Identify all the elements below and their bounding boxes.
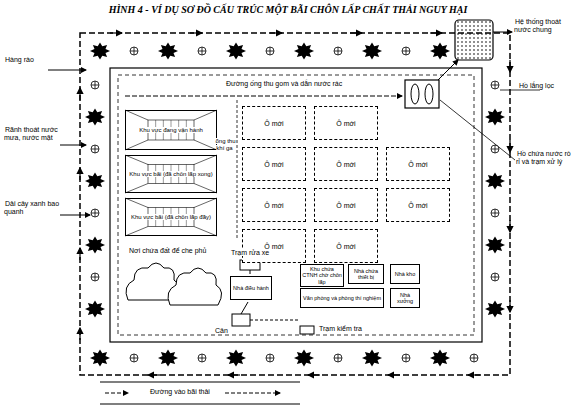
node-text: Ô mới bbox=[408, 202, 427, 209]
new-cell: Ô mới bbox=[242, 229, 306, 263]
node-text: Ô mới bbox=[336, 243, 355, 250]
node-text: Ô mới bbox=[264, 202, 283, 209]
new-cell: Ô mới bbox=[314, 188, 378, 222]
node-text: Nhà điều hành bbox=[233, 285, 269, 291]
node-text: Nhà chứa thiết bị bbox=[354, 268, 378, 280]
new-cell: Ô mới bbox=[386, 147, 450, 181]
node-text: Văn phòng và phòng thí nghiệm bbox=[303, 295, 381, 301]
node-text: Nhà xưởng bbox=[397, 292, 413, 304]
new-cell: Ô mới bbox=[242, 147, 306, 181]
label-box: ống thu khí ga bbox=[214, 138, 236, 152]
label-box: Dải cây xanh bao quanh bbox=[4, 200, 62, 216]
road-label: Đường vào bãi thải bbox=[149, 388, 211, 395]
label-box: Trạm rửa xe bbox=[230, 249, 290, 257]
node-text: Ô mới bbox=[264, 161, 283, 168]
label-box: Đường vào bãi thải bbox=[135, 388, 225, 396]
building-box: Khu chứa CTNH chờ chôn lấp bbox=[300, 264, 344, 287]
node-text: Khu vực đang vận hành bbox=[138, 127, 204, 133]
node-text: Khu vực bãi (đã chôn lấp đầy) bbox=[130, 214, 212, 220]
leachate-pond-label: Hồ chứa nước rò rỉ và trạm xử lý bbox=[516, 150, 571, 165]
landfill-zone: Khu vực bãi (đã chôn lấp xong) bbox=[125, 155, 217, 193]
new-cell: Ô mới bbox=[242, 188, 306, 222]
drain-system-label: Hệ thống thoát nước chung bbox=[514, 18, 561, 33]
building-box: Nhà chứa thiết bị bbox=[348, 264, 384, 284]
new-cell: Ô mới bbox=[314, 229, 378, 263]
building-box: Văn phòng và phòng thí nghiệm bbox=[300, 288, 384, 308]
label-box: Nơi chứa đất để che phủ bbox=[128, 247, 220, 255]
building-box: Nhà điều hành bbox=[230, 276, 272, 300]
label-box: Hồ chứa nước rò rỉ và trạm xử lý bbox=[516, 150, 574, 166]
label-box: Cân bbox=[214, 327, 234, 335]
node-text: Ô mới bbox=[264, 120, 283, 127]
car-wash-label: Trạm rửa xe bbox=[230, 249, 270, 256]
new-cell: Ô mới bbox=[386, 188, 450, 222]
label-box: Hệ thống thoát nước chung bbox=[514, 18, 574, 34]
label-box: Trạm kiểm tra bbox=[318, 325, 378, 333]
node-text: Ô mới bbox=[336, 120, 355, 127]
node-text: Ô mới bbox=[408, 161, 427, 168]
building-box: Nhà xưởng bbox=[390, 288, 420, 308]
label-box: Đường ống thu gom và dẫn nước rác bbox=[225, 80, 395, 88]
gas-pipe-label: ống thu khí ga bbox=[214, 138, 235, 151]
check-station-label: Trạm kiểm tra bbox=[318, 325, 363, 332]
tree-belt-label: Dải cây xanh bao quanh bbox=[4, 200, 59, 215]
label-box: Hồ lắng lọc bbox=[518, 82, 574, 90]
label-box: Hàng rào bbox=[4, 56, 64, 64]
landfill-zone: Khu vực bãi (đã chôn lấp đầy) bbox=[125, 198, 217, 236]
node-text: Khu chứa CTNH chờ chôn lấp bbox=[302, 266, 342, 284]
node-text: Khu vực bãi (đã chôn lấp xong) bbox=[128, 171, 213, 177]
figure-title: HÌNH 4 - VÍ DỤ SƠ ĐỒ CẤU TRÚC MỘT BÃI CH… bbox=[0, 4, 576, 15]
node-text: Nhà kho bbox=[395, 271, 416, 277]
label-box: Rãnh thoát nước mưa, nước mặt bbox=[4, 126, 62, 142]
soil-store-label: Nơi chứa đất để che phủ bbox=[128, 247, 207, 254]
new-cell: Ô mới bbox=[242, 106, 306, 140]
building-box: Nhà kho bbox=[390, 264, 420, 284]
new-cell: Ô mới bbox=[314, 147, 378, 181]
node-text: Ô mới bbox=[336, 202, 355, 209]
pipe-label: Đường ống thu gom và dẫn nước rác bbox=[225, 80, 343, 87]
new-cell: Ô mới bbox=[314, 106, 378, 140]
node-text: Ô mới bbox=[336, 161, 355, 168]
scale-label: Cân bbox=[214, 327, 229, 334]
pond-label: Hồ lắng lọc bbox=[518, 82, 555, 89]
landfill-zone: Khu vực đang vận hành bbox=[125, 110, 217, 150]
fence-label: Hàng rào bbox=[4, 56, 35, 63]
drain-label: Rãnh thoát nước mưa, nước mặt bbox=[4, 126, 58, 141]
